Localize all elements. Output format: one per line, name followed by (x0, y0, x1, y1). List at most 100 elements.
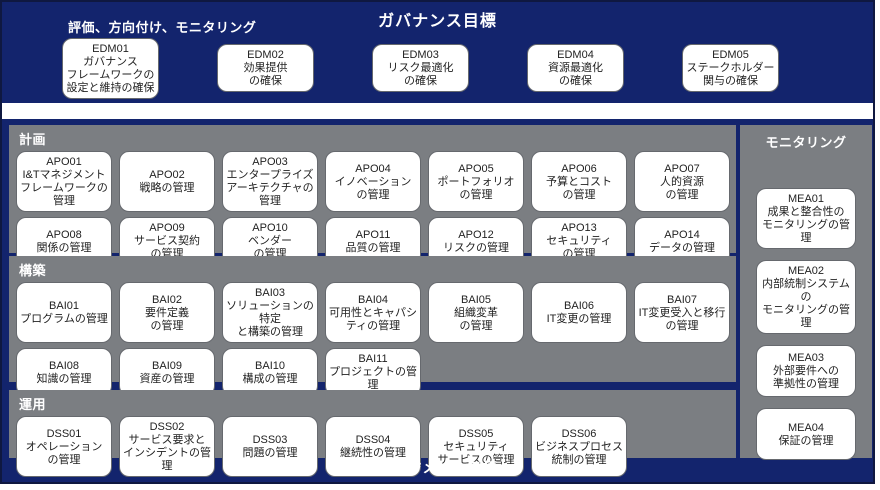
process-id: APO05 (458, 162, 494, 175)
edm-domain-label: 評価、方向付け、モニタリング (68, 20, 257, 35)
process-id: BAI05 (461, 293, 491, 306)
process-id: BAI02 (152, 293, 182, 306)
process-id: APO03 (252, 156, 288, 168)
process-name: ガバナンス フレームワークの 設定と維持の確保 (66, 55, 155, 94)
process-id: DSS06 (561, 427, 597, 440)
process-name: ポートフォリオ の管理 (437, 175, 515, 201)
process-name: 人的資源 の管理 (660, 175, 704, 201)
process-id: DSS04 (355, 434, 391, 446)
process-id: BAI09 (152, 359, 182, 372)
process-id: DSS03 (252, 434, 288, 446)
process-id: APO07 (664, 162, 700, 175)
process-id: BAI03 (255, 287, 285, 299)
process-id: APO12 (458, 228, 494, 241)
process-id: BAI06 (564, 300, 594, 312)
process-id: EDM02 (247, 49, 284, 61)
process-id: MEA01 (787, 193, 825, 205)
process-id: EDM04 (557, 49, 594, 61)
process-name: 内部統制システムの モニタリングの管理 (762, 278, 850, 329)
process-name: 品質の管理 (345, 241, 401, 254)
process-id: DSS05 (458, 427, 494, 440)
panel-monitoring-header: モニタリング (765, 135, 847, 150)
process-name: データの管理 (649, 241, 715, 254)
process-name: プログラムの管理 (20, 313, 108, 325)
process-id: APO08 (46, 228, 82, 241)
process-name: 構成の管理 (242, 372, 298, 385)
process-name: IT変更受入と移行 の管理 (638, 306, 726, 332)
process-name: 効果提供 の確保 (243, 62, 288, 87)
process-name: エンタープライズ アーキテクチャの管理 (226, 169, 314, 207)
process-id: APO14 (664, 228, 700, 241)
process-id: APO11 (355, 228, 391, 241)
process-id: EDM01 (92, 42, 129, 55)
process-id: BAI11 (358, 353, 388, 365)
process-id: APO02 (149, 169, 185, 181)
process-id: MEA02 (787, 265, 825, 277)
process-id: APO09 (149, 222, 185, 234)
panel-plan-header: 計画 (19, 132, 47, 147)
process-name: 予算とコスト の管理 (546, 175, 612, 201)
process-id: BAI07 (667, 293, 697, 306)
process-name: 問題の管理 (242, 447, 298, 459)
process-name: ソリューションの特定 と構築の管理 (226, 300, 314, 338)
process-id: MEA03 (787, 352, 825, 364)
process-name: 保証の管理 (778, 434, 834, 447)
process-name: 成果と整合性の モニタリングの管理 (762, 206, 850, 244)
process-name: リスク最適化 の確保 (387, 62, 454, 87)
process-name: I&Tマネジメント フレームワークの管理 (20, 169, 108, 207)
process-id: DSS02 (149, 421, 185, 433)
process-id: BAI10 (255, 359, 285, 372)
process-id: APO01 (46, 156, 82, 168)
process-id: BAI08 (49, 359, 79, 372)
panel-run-header: 運用 (19, 397, 47, 412)
process-name: サービス要求と インシデントの管理 (123, 434, 211, 472)
process-name: イノベーション の管理 (334, 175, 412, 201)
process-name: ステークホルダー 関与の確保 (686, 62, 775, 87)
process-name: 要件定義 の管理 (145, 306, 189, 332)
process-name: 継続性の管理 (340, 447, 406, 459)
process-name: IT変更の管理 (546, 313, 612, 325)
process-name: 資源最適化 の確保 (548, 62, 603, 87)
process-name: 戦略の管理 (139, 182, 195, 194)
banner-separator (2, 103, 873, 119)
process-id: BAI01 (49, 300, 79, 312)
process-id: APO10 (252, 222, 288, 234)
